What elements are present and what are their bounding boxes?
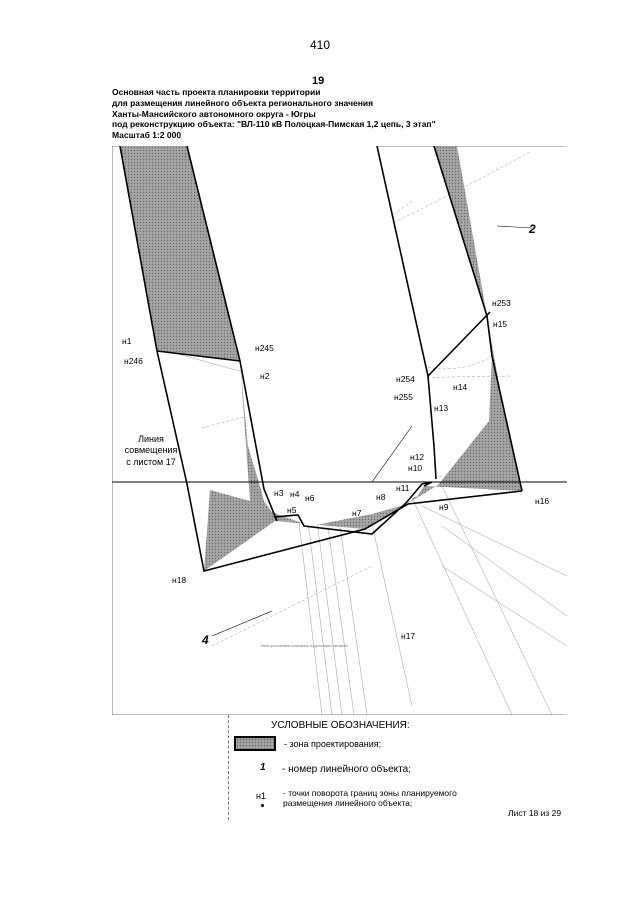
legend-line-symbol: 1 <box>260 762 266 773</box>
join-label: Линия совмещения с листом 17 <box>116 434 186 468</box>
zone-boundaries <box>119 146 523 572</box>
legend-point-dot <box>261 804 264 807</box>
sheet-counter: Лист 18 из 29 <box>508 808 562 818</box>
page-number: 410 <box>309 38 331 52</box>
point-label: н18 <box>172 575 187 585</box>
faint-map-text: Электросетевая компания подстанция питан… <box>260 643 348 648</box>
point-label: н4 <box>290 489 300 499</box>
point-label: н9 <box>439 502 449 512</box>
point-label: н15 <box>493 319 508 329</box>
point-label: н254 <box>396 374 415 384</box>
leader-2 <box>371 425 413 483</box>
map-frame: 2 4 Линия совмещения с листом 17 н1 н246… <box>112 146 567 715</box>
sheet-number: 19 <box>312 75 325 87</box>
point-label: н10 <box>408 463 423 473</box>
point-label: н11 <box>396 483 410 493</box>
point-label: н5 <box>287 505 297 515</box>
legend-point-label-2: размещения линейного объекта; <box>283 798 413 808</box>
inner-corridor <box>187 146 436 526</box>
legend-title: УСЛОВНЫЕ ОБОЗНАЧЕНИЯ: <box>271 720 410 731</box>
leader-line-4 <box>211 610 273 637</box>
scale-label: Масштаб 1:2 000 <box>112 130 182 140</box>
title-line-4: под реконструкцию объекта: "ВЛ-110 кВ По… <box>112 119 436 129</box>
point-label: н2 <box>260 371 270 381</box>
legend-zone-swatch <box>234 736 276 751</box>
point-label: н3 <box>274 488 284 498</box>
point-label: н253 <box>492 298 511 308</box>
point-label: н7 <box>352 508 362 518</box>
line-number-4: 4 <box>202 633 209 647</box>
point-label: н246 <box>124 356 143 366</box>
point-label: н245 <box>255 343 274 353</box>
join-label-line-2: совмещения <box>124 445 178 456</box>
legend-zone-label: - зона проектирования; <box>284 739 382 749</box>
point-label: н12 <box>410 452 425 462</box>
legend-line-label: - номер линейного объекта; <box>282 764 411 775</box>
point-label: н17 <box>401 631 416 641</box>
boundary-n254-n15 <box>427 311 491 377</box>
point-label: н6 <box>305 493 315 503</box>
point-label: н14 <box>453 382 468 392</box>
planning-map <box>112 146 567 715</box>
point-label: н255 <box>394 392 413 402</box>
point-label: н8 <box>376 492 386 502</box>
legend-point-symbol: н1 <box>256 791 266 801</box>
join-label-line-3: с листом 17 <box>126 456 176 467</box>
design-zone-left-strip <box>120 146 522 571</box>
legend-point-label-1: - точки поворота границ зоны планируемог… <box>283 788 457 798</box>
join-label-line-1: Линия <box>138 434 164 444</box>
point-label: н1 <box>122 336 132 346</box>
boundary-n1-n245 <box>156 350 241 362</box>
title-line-1: Основная часть проекта планировки террит… <box>112 87 321 97</box>
leader-line-2 <box>496 225 533 229</box>
point-label: н16 <box>535 496 550 506</box>
legend-border <box>228 715 230 820</box>
point-label: н13 <box>434 403 449 413</box>
title-line-2: для размещения линейного объекта региона… <box>112 98 374 108</box>
title-line-3: Ханты-Мансийского автономного округа - Ю… <box>112 109 316 119</box>
line-number-2: 2 <box>529 222 536 236</box>
